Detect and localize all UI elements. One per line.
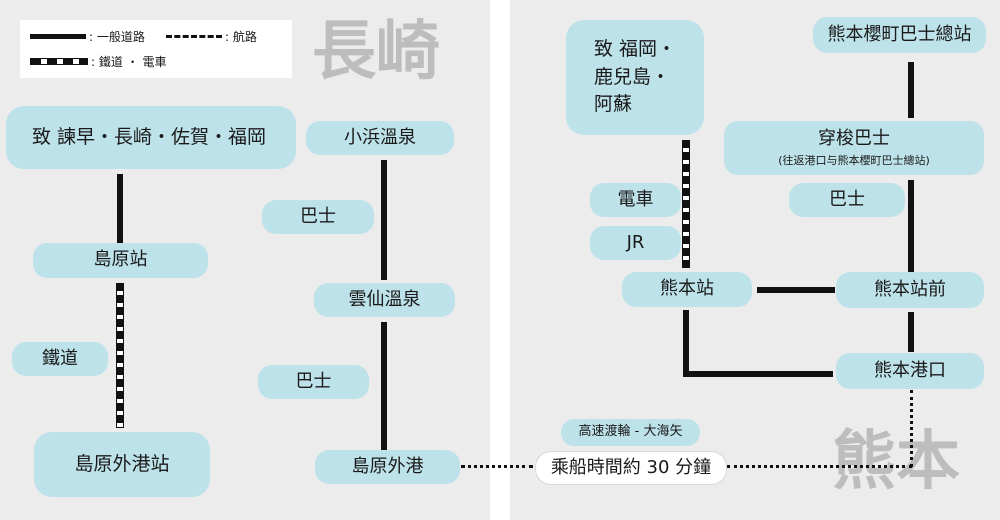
shimabara-station-label: 島原站 <box>93 249 148 271</box>
bus-tag-1: 巴士 <box>262 200 374 234</box>
shimabara-port-label: 島原外港 <box>351 455 424 477</box>
unzen-onsen-box: 雲仙溫泉 <box>314 283 455 317</box>
obama-onsen-label: 小浜溫泉 <box>344 126 416 148</box>
jr-tag-label: JR <box>626 231 645 253</box>
legend-rail: : 鐵道 ・ 電車 <box>30 53 167 70</box>
tram-tag-label: 電車 <box>617 188 654 210</box>
shuttle-bus-label: 穿梭巴士 <box>818 127 890 149</box>
bus-tag-2: 巴士 <box>258 365 369 399</box>
sea-route-right <box>727 465 912 468</box>
kumamoto-port-box: 熊本港口 <box>836 353 984 389</box>
road-to-shimabara-station <box>117 174 123 244</box>
sea-route-to-port <box>910 390 913 467</box>
kumamoto-station-front-box: 熊本站前 <box>836 272 984 308</box>
ferry-name-label: 高速渡輪 - 大海矢 <box>578 424 683 440</box>
rail-line-icon <box>30 58 88 65</box>
road-obama-unzen <box>381 160 387 280</box>
road-station-down <box>683 310 689 374</box>
unzen-onsen-label: 雲仙溫泉 <box>348 288 421 310</box>
road-station-to-front <box>757 287 835 293</box>
bus-tag-2-label: 巴士 <box>295 370 332 392</box>
tram-jr-line <box>682 140 690 268</box>
region-label-kumamoto: 熊本 <box>832 425 960 499</box>
road-sakuramachi-shuttle <box>908 62 914 118</box>
sea-route-line-icon <box>166 35 222 38</box>
shimabara-port-box: 島原外港 <box>315 450 460 484</box>
destination-isahaya-label: 致 諫早・長崎・佐賀・福岡 <box>32 125 267 148</box>
ferry-duration-label: 乘船時間約 30 分鐘 <box>550 456 712 478</box>
jr-tag: JR <box>590 226 681 260</box>
kumamoto-station-label: 熊本站 <box>660 278 714 300</box>
region-label-nagasaki: 長崎 <box>312 15 440 89</box>
road-line-icon <box>30 34 86 39</box>
shuttle-bus-box: 穿梭巴士 (往返港口与熊本櫻町巴士總站) <box>724 121 984 175</box>
shimabara-station-box: 島原站 <box>33 243 208 278</box>
ferry-duration-box: 乘船時間約 30 分鐘 <box>535 451 727 485</box>
legend: : 一般道路 : 航路 : 鐵道 ・ 電車 <box>20 20 292 78</box>
bus-tag-kumamoto-label: 巴士 <box>829 188 865 210</box>
railway-tag: 鐵道 <box>12 342 108 376</box>
kumamoto-port-label: 熊本港口 <box>874 359 946 381</box>
bus-tag-kumamoto: 巴士 <box>789 183 905 217</box>
legend-sea: : 航路 <box>166 28 257 45</box>
shuttle-bus-sub-label: (往返港口与熊本櫻町巴士總站) <box>778 154 930 168</box>
bus-tag-1-label: 巴士 <box>300 205 336 227</box>
road-front-to-port <box>908 312 914 352</box>
road-station-to-port <box>683 371 833 377</box>
road-unzen-port <box>381 322 387 450</box>
legend-road: : 一般道路 <box>30 28 145 45</box>
legend-road-label: : 一般道路 <box>89 30 145 44</box>
destination-fukuoka-label: 致 福岡・ 鹿兒島・ 阿蘇 <box>594 38 677 116</box>
legend-sea-label: : 航路 <box>225 30 257 44</box>
shimabara-gaiko-station-label: 島原外港站 <box>74 452 170 475</box>
sakuramachi-terminal-label: 熊本櫻町巴士總站 <box>827 23 972 45</box>
tram-tag: 電車 <box>590 183 681 217</box>
sea-route-left <box>461 465 533 468</box>
legend-rail-label: : 鐵道 ・ 電車 <box>91 55 167 69</box>
ferry-name-tag: 高速渡輪 - 大海矢 <box>561 419 700 446</box>
destination-fukuoka-box: 致 福岡・ 鹿兒島・ 阿蘇 <box>566 20 704 135</box>
kumamoto-station-box: 熊本站 <box>622 272 752 307</box>
obama-onsen-box: 小浜溫泉 <box>306 121 454 155</box>
kumamoto-station-front-label: 熊本站前 <box>874 278 946 300</box>
sakuramachi-terminal-box: 熊本櫻町巴士總站 <box>813 17 986 53</box>
railway-line <box>116 283 124 428</box>
railway-tag-label: 鐵道 <box>42 347 78 369</box>
road-shuttle-station-front <box>908 180 914 272</box>
shimabara-gaiko-station-box: 島原外港站 <box>34 432 210 497</box>
destination-isahaya-box: 致 諫早・長崎・佐賀・福岡 <box>6 106 296 169</box>
